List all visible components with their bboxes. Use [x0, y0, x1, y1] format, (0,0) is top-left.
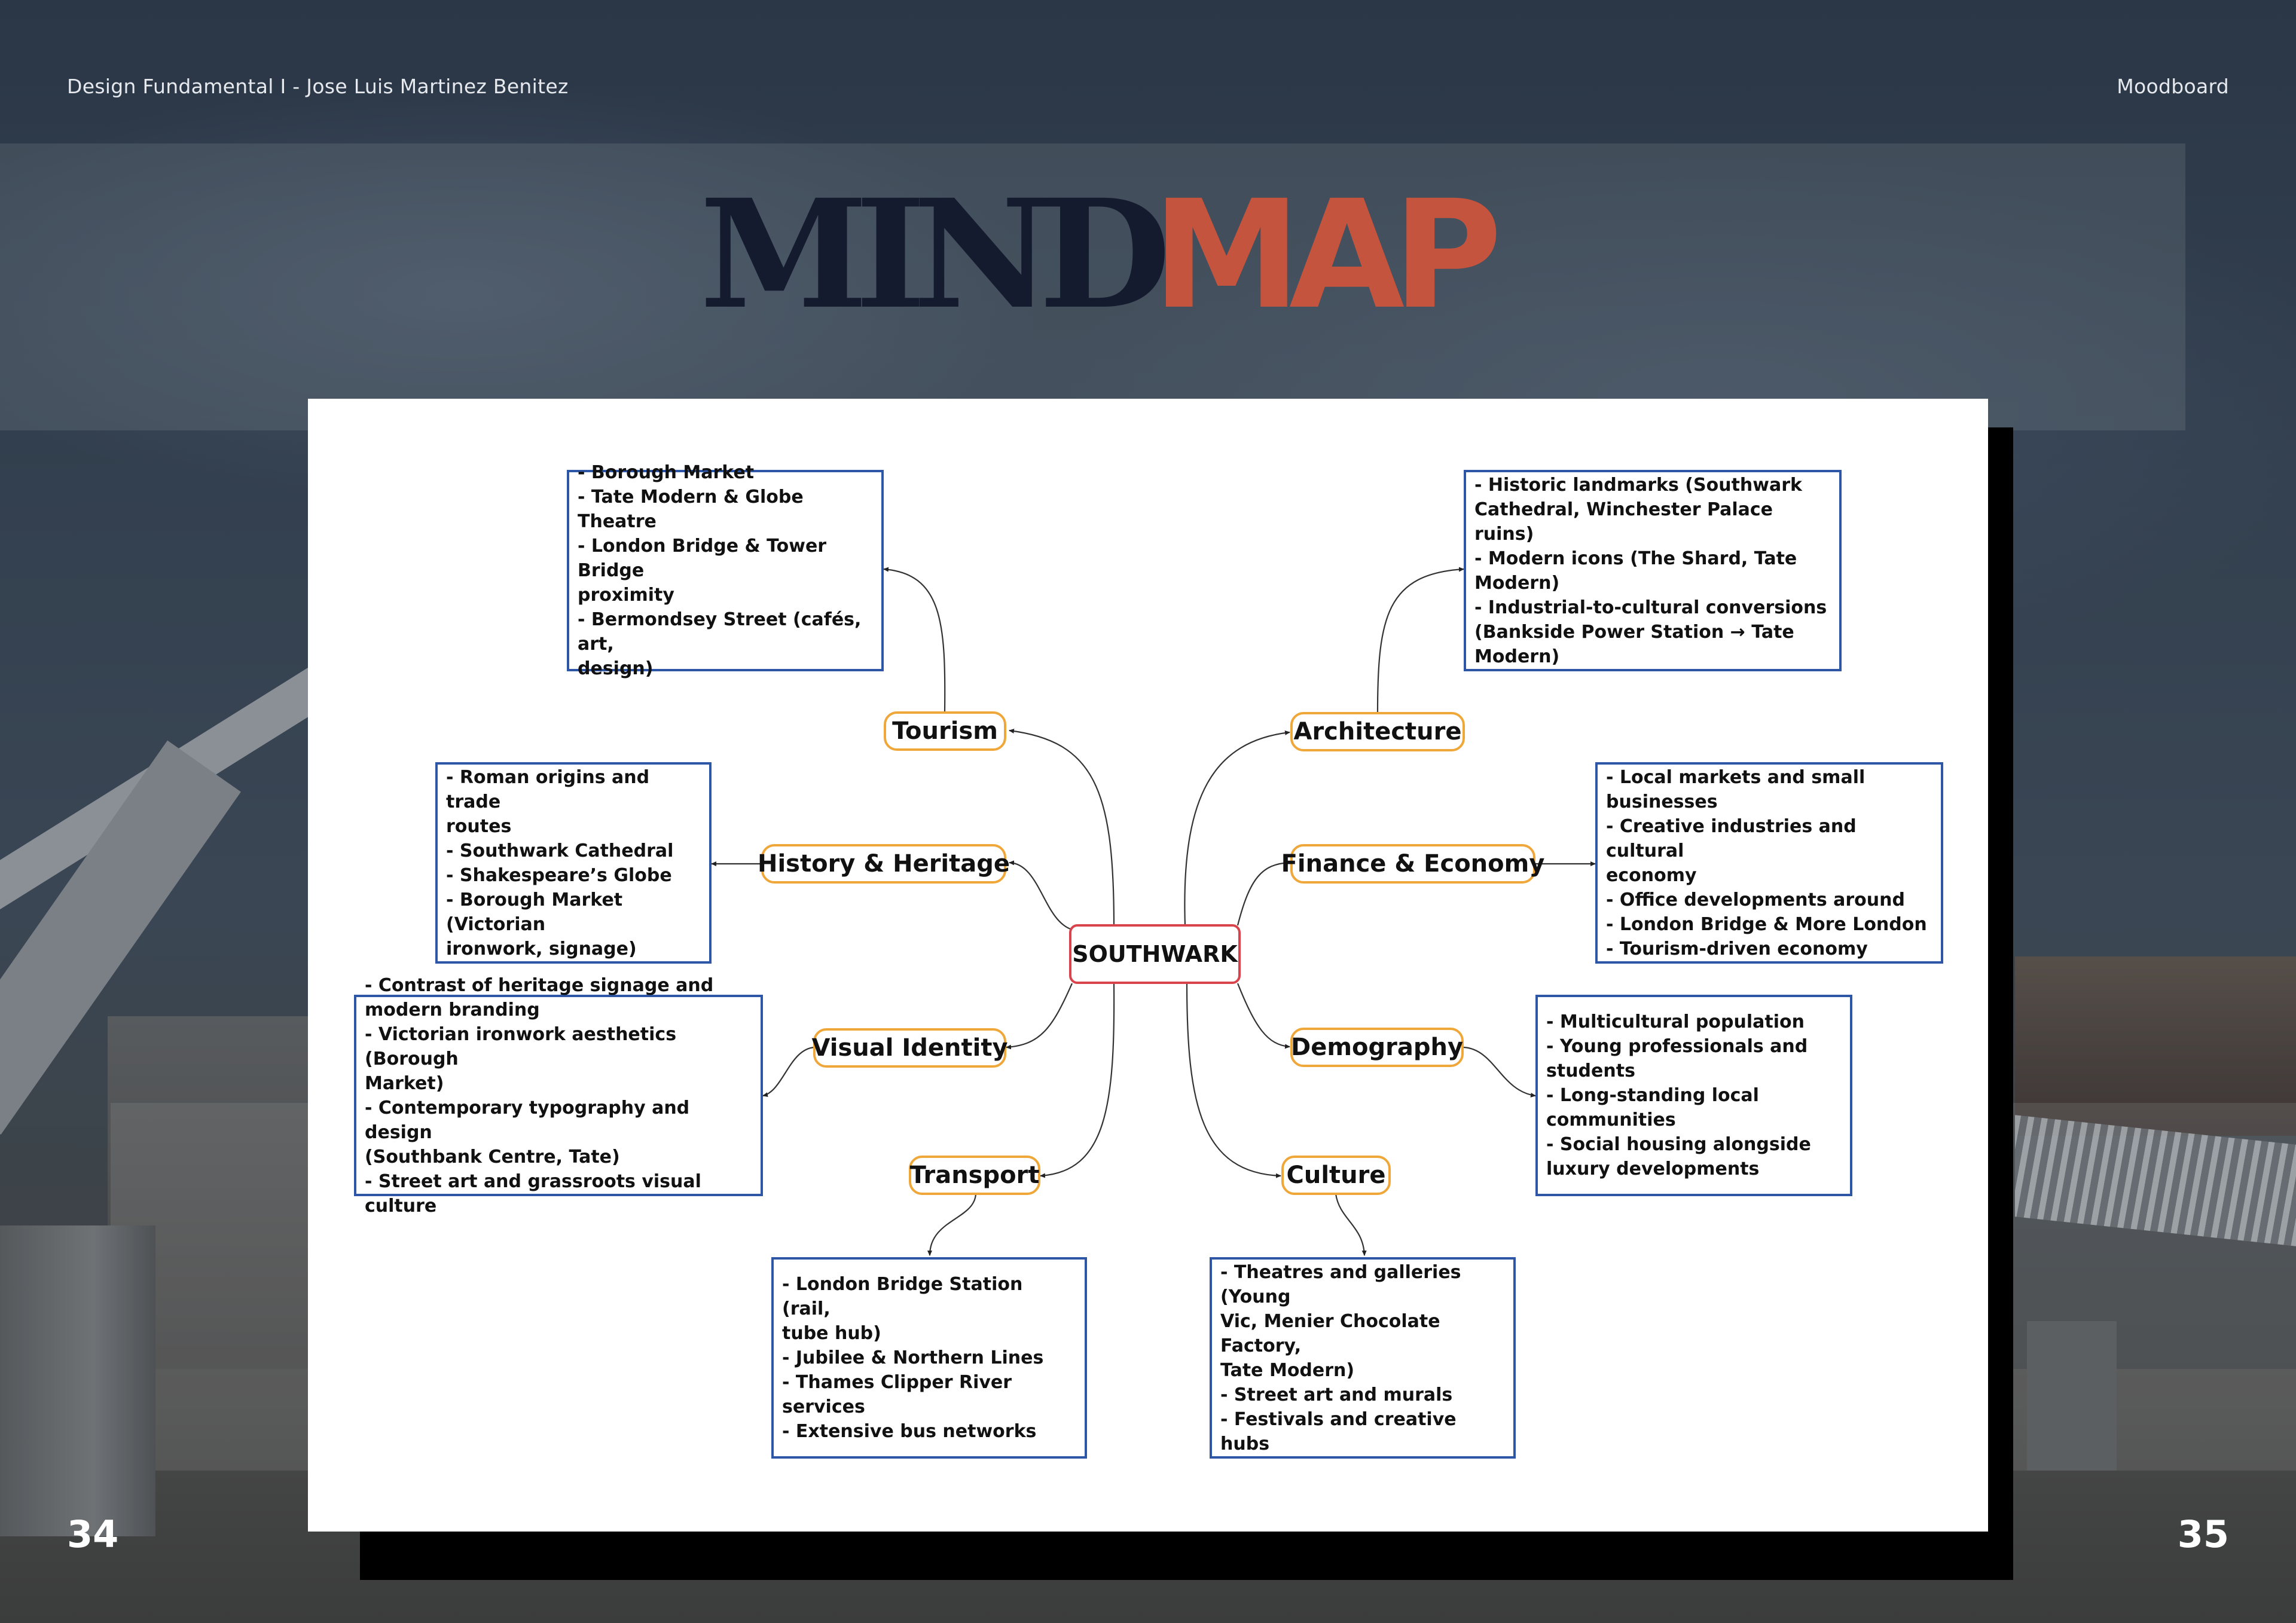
detail-line: proximity: [578, 585, 674, 606]
detail-line: - Jubilee & Northern Lines: [782, 1347, 1044, 1368]
node-demography: Demography: [1290, 1028, 1464, 1067]
detail-line: Tate Modern): [1220, 1359, 1355, 1381]
detail-line: - Long-standing local: [1546, 1085, 1759, 1106]
detail-line: Modern): [1474, 572, 1560, 594]
node-history-heritage: History & Heritage: [758, 844, 1010, 884]
details-architecture: - Historic landmarks (Southwark Cathedra…: [1464, 470, 1842, 671]
detail-line: routes: [446, 815, 512, 837]
detail-line: - Tate Modern & Globe Theatre: [578, 487, 804, 532]
details-finance-economy: - Local markets and small businesses - C…: [1595, 762, 1943, 964]
detail-line: - Southwark Cathedral: [446, 840, 674, 861]
edge-center-transport: [1040, 983, 1115, 1178]
edge-architecture-box: [1376, 567, 1464, 713]
detail-line: - Festivals and creative hubs: [1220, 1408, 1457, 1454]
edge-visual-box: [762, 1046, 815, 1098]
detail-line: - Victorian ironwork aesthetics (Borough: [365, 1023, 677, 1069]
detail-line: - Thames Clipper River services: [782, 1372, 1012, 1417]
detail-line: - Borough Market (Victorian: [446, 889, 623, 935]
edge-tourism-box: [883, 567, 946, 712]
detail-line: luxury developments: [1546, 1159, 1760, 1179]
detail-line: ironwork, signage): [446, 938, 637, 959]
edge-center-tourism: [1009, 729, 1115, 926]
page-number-right: 35: [2177, 1512, 2229, 1556]
detail-line: - Shakespeare’s Globe: [446, 864, 672, 886]
detail-line: students: [1546, 1060, 1635, 1081]
page-number-left: 34: [67, 1512, 119, 1556]
detail-line: - Creative industries and cultural: [1606, 815, 1857, 861]
node-architecture: Architecture: [1290, 712, 1465, 751]
edge-center-culture: [1186, 983, 1281, 1178]
edge-center-demography: [1236, 983, 1290, 1049]
detail-line: Modern): [1474, 646, 1560, 667]
details-visual-identity: - Contrast of heritage signage and moder…: [354, 975, 763, 1217]
background-overlay-top: [0, 143, 2185, 430]
detail-line: tube hub): [782, 1323, 881, 1344]
edge-culture-box: [1335, 1193, 1367, 1256]
detail-line: - London Bridge & Tower Bridge: [578, 536, 827, 581]
detail-line: - Tourism-driven economy: [1606, 938, 1868, 959]
detail-line: - Theatres and galleries (Young: [1220, 1261, 1461, 1307]
page-title: MINDMAP: [700, 166, 1502, 347]
detail-line: - Roman origins and trade: [446, 766, 650, 812]
detail-line: (Southbank Centre, Tate): [365, 1146, 620, 1167]
detail-line: - London Bridge Station (rail,: [782, 1274, 1023, 1319]
bridge-pillar-right: [2027, 1321, 2117, 1471]
details-demography: - Multicultural population - Young profe…: [1535, 995, 1852, 1196]
detail-line: - Street art and murals: [1220, 1384, 1453, 1405]
detail-line: - Industrial-to-cultural conversions: [1474, 597, 1827, 618]
edge-center-finance: [1236, 860, 1290, 926]
details-culture: - Theatres and galleries (Young Vic, Men…: [1210, 1257, 1516, 1459]
detail-line: - London Bridge & More London: [1606, 913, 1927, 935]
details-history-heritage: - Roman origins and trade routes - South…: [435, 762, 712, 964]
edge-center-history: [1009, 860, 1073, 931]
center-node-southwark: SOUTHWARK: [1069, 924, 1241, 984]
detail-line: - Borough Market: [578, 462, 755, 483]
bridge-pillar-left: [0, 1225, 155, 1536]
header-author: Design Fundamental I - Jose Luis Martine…: [67, 75, 569, 98]
detail-line: communities: [1546, 1109, 1676, 1130]
detail-line: modern branding: [365, 999, 540, 1020]
header-section: Moodboard: [2117, 75, 2229, 98]
detail-line: - Social housing alongside: [1546, 1134, 1811, 1155]
detail-line: businesses: [1606, 791, 1718, 812]
background-building-right: [2015, 956, 2296, 1136]
node-transport: Transport: [909, 1156, 1040, 1195]
detail-line: economy: [1606, 864, 1697, 886]
detail-line: - Local markets and small: [1606, 766, 1866, 788]
detail-line: - Multicultural population: [1546, 1011, 1805, 1032]
title-part-mind: MIND: [700, 166, 1171, 342]
detail-line: - Historic landmarks (Southwark: [1474, 474, 1802, 496]
detail-line: Cathedral, Winchester Palace ruins): [1474, 499, 1773, 545]
detail-line: - Modern icons (The Shard, Tate: [1474, 548, 1797, 569]
title-part-map: MAP: [1152, 168, 1502, 342]
detail-line: Market): [365, 1072, 444, 1094]
node-tourism: Tourism: [884, 711, 1006, 751]
edge-center-visual: [1006, 983, 1073, 1050]
detail-line: - Bermondsey Street (cafés, art,: [578, 609, 862, 655]
edge-demography-box: [1463, 1046, 1536, 1098]
detail-line: - Contrast of heritage signage and: [365, 974, 714, 996]
edge-center-architecture: [1184, 730, 1290, 926]
details-tourism: - Borough Market - Tate Modern & Globe T…: [567, 462, 884, 679]
node-visual-identity: Visual Identity: [811, 1028, 1008, 1068]
detail-line: - Young professionals and: [1546, 1036, 1808, 1057]
detail-line: design): [578, 658, 654, 679]
edge-transport-box: [927, 1193, 977, 1256]
detail-line: Vic, Menier Chocolate Factory,: [1220, 1310, 1440, 1356]
node-culture: Culture: [1281, 1156, 1391, 1195]
node-finance-economy: Finance & Economy: [1281, 844, 1544, 884]
detail-line: - Extensive bus networks: [782, 1421, 1037, 1442]
details-transport: - London Bridge Station (rail, tube hub)…: [771, 1257, 1087, 1459]
detail-line: (Bankside Power Station → Tate: [1474, 621, 1794, 643]
detail-line: - Street art and grassroots visual cultu…: [365, 1170, 701, 1217]
detail-line: - Office developments around: [1606, 889, 1905, 910]
detail-line: - Contemporary typography and design: [365, 1097, 690, 1143]
